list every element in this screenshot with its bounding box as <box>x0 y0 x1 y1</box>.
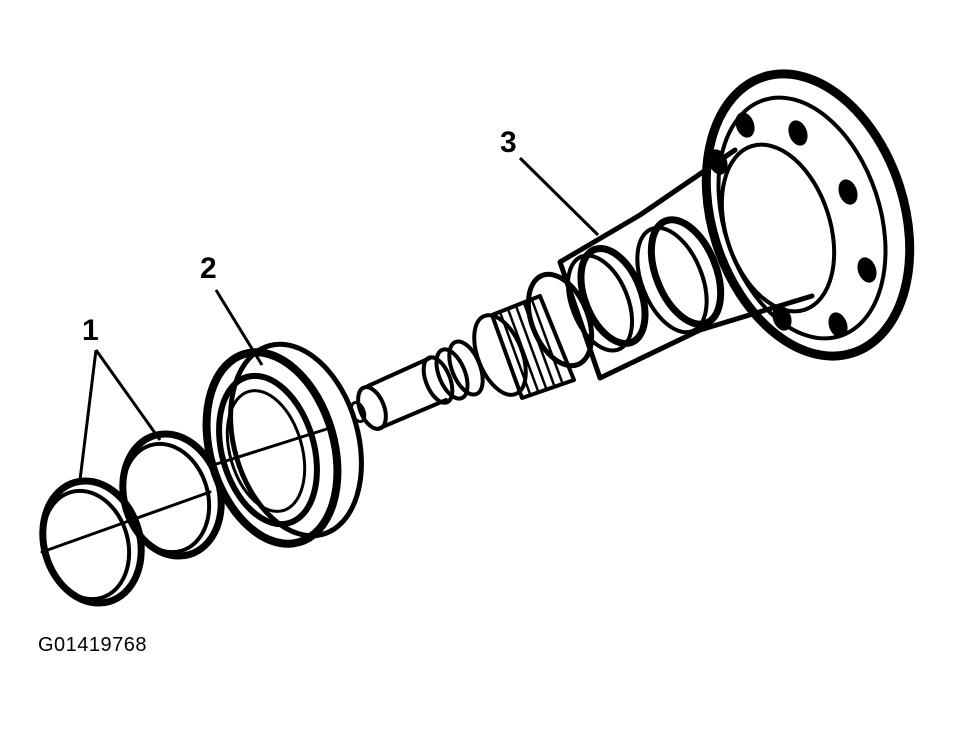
flange-hub <box>719 142 837 314</box>
callout-1: 1 <box>82 314 99 347</box>
callout-2: 2 <box>200 252 217 285</box>
flange-outer-rim <box>701 69 915 361</box>
shaft-taper <box>557 147 815 381</box>
callout-3: 3 <box>500 126 517 159</box>
shaft-tip <box>366 356 448 430</box>
leader-lines <box>78 156 600 481</box>
flange-bolt-holes <box>708 112 877 338</box>
snap-ring-front <box>39 477 145 607</box>
shaft-end <box>356 385 388 431</box>
axle-shaft <box>349 69 915 431</box>
figure-id: G01419768 <box>38 634 148 656</box>
shaft-neck <box>421 339 485 405</box>
shaft-rings <box>525 216 725 369</box>
snap-rings <box>39 430 225 607</box>
